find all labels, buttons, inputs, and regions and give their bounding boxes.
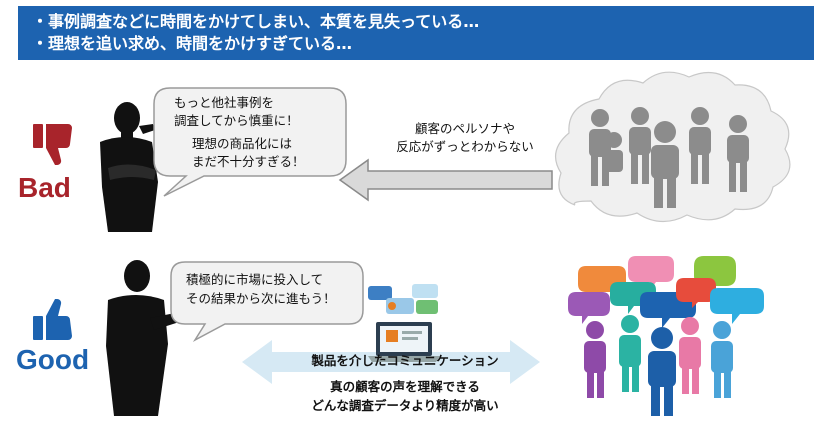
bad-bubble-line-4: まだ不十分すぎる！: [192, 154, 305, 169]
header-banner: ・事例調査などに時間をかけてしまい、本質を見失っている… ・理想を追い求め、時間…: [18, 6, 814, 60]
laptop-communication-icon: [368, 284, 440, 362]
bad-bubble-line-2: 調査してから慎重に！: [174, 113, 299, 128]
thumbs-down-icon: [33, 124, 72, 166]
presenting-businessman-figure: [106, 260, 201, 416]
bad-arrow-caption-line-2: 反応がずっとわからない: [396, 139, 534, 154]
bad-label: Bad: [18, 172, 71, 203]
good-arrow-label: 製品を介したコミュニケーション: [311, 353, 499, 368]
thumbs-up-icon: [33, 298, 72, 340]
colorful-crowd: [568, 256, 764, 416]
good-bubble-line-2: その結果から次に進もう！: [186, 291, 336, 306]
good-label: Good: [16, 344, 90, 375]
good-caption-line-2: どんな調査データより精度が高い: [311, 398, 499, 413]
thinking-businessman-figure: [100, 102, 158, 232]
bad-speech-bubble: [153, 87, 347, 197]
banner-line-2: ・理想を追い求め、時間をかけすぎている…: [32, 34, 353, 53]
good-bubble-line-1: 積極的に市場に投入して: [186, 272, 324, 287]
bad-bubble-line-3: 理想の商品化には: [192, 136, 293, 151]
bad-bubble-line-1: もっと他社事例を: [174, 95, 275, 110]
bad-arrow-caption-line-1: 顧客のペルソナや: [414, 121, 515, 136]
cloud-crowd: [554, 71, 791, 223]
good-speech-bubble: [170, 261, 364, 342]
good-caption-line-1: 真の顧客の声を理解できる: [330, 379, 480, 394]
bad-arrow: [338, 158, 553, 202]
banner-line-1: ・事例調査などに時間をかけてしまい、本質を見失っている…: [32, 12, 480, 31]
